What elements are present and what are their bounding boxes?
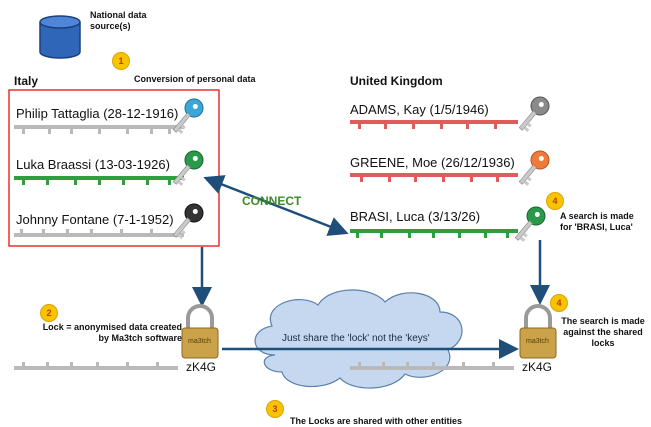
padlock-icon-left	[181, 304, 219, 359]
lock-bar-right	[350, 362, 514, 370]
italy-records-box	[8, 89, 220, 247]
lock-bar-left	[14, 362, 178, 370]
uk-bar-1	[350, 120, 518, 129]
key-icon-green-uk	[514, 206, 546, 242]
connect-label: CONNECT	[242, 194, 302, 208]
connect-arrow	[203, 175, 349, 236]
italy-record-1: Philip Tattaglia (28-12-1916)	[16, 106, 179, 121]
lock-label: Lock = anonymised data created by Ma3tch…	[42, 322, 182, 343]
lock-code-right: zK4G	[522, 360, 553, 374]
key-icon-black	[172, 203, 204, 239]
uk-record-2: GREENE, Moe (26/12/1936)	[350, 155, 515, 170]
data-source-label: National data source(s)	[90, 10, 147, 31]
italy-title: Italy	[14, 74, 39, 88]
step-badge-4b: 4	[550, 294, 568, 312]
step-badge-1: 1	[112, 52, 130, 70]
italy-bar-2	[14, 176, 184, 185]
conversion-label: Conversion of personal data	[134, 74, 256, 84]
lock-brand-left: ma3tch	[188, 338, 211, 345]
lock-code-left: zK4G	[186, 360, 217, 374]
uk-title: United Kingdom	[350, 74, 443, 88]
lock-brand-right: ma3tch	[526, 338, 549, 345]
italy-record-2: Luka Braassi (13-03-1926)	[16, 157, 170, 172]
step-badge-3: 3	[266, 400, 284, 418]
search-label: A search is made for 'BRASI, Luca'	[560, 211, 634, 232]
match-label: The search is made against the shared lo…	[561, 316, 645, 348]
italy-bar-3	[14, 229, 184, 237]
step-badge-4a: 4	[546, 192, 564, 210]
step-badge-2: 2	[40, 304, 58, 322]
key-icon-grey	[518, 96, 550, 132]
cloud-shape	[254, 289, 463, 389]
italy-bar-1	[14, 125, 184, 134]
italy-record-3: Johnny Fontane (7-1-1952)	[16, 212, 174, 227]
shared-label: The Locks are shared with other entities	[290, 416, 463, 426]
key-icon-green	[172, 150, 204, 186]
uk-record-3: BRASI, Luca (3/13/26)	[350, 209, 481, 224]
key-icon-orange	[518, 150, 550, 186]
cloud-text: Just share the 'lock' not the 'keys'	[282, 333, 430, 344]
database-icon	[39, 15, 81, 59]
uk-bar-2	[350, 173, 518, 182]
uk-bar-3	[350, 229, 518, 238]
uk-record-1: ADAMS, Kay (1/5/1946)	[350, 102, 489, 117]
key-icon-blue	[172, 98, 204, 134]
padlock-icon-right	[519, 304, 557, 359]
